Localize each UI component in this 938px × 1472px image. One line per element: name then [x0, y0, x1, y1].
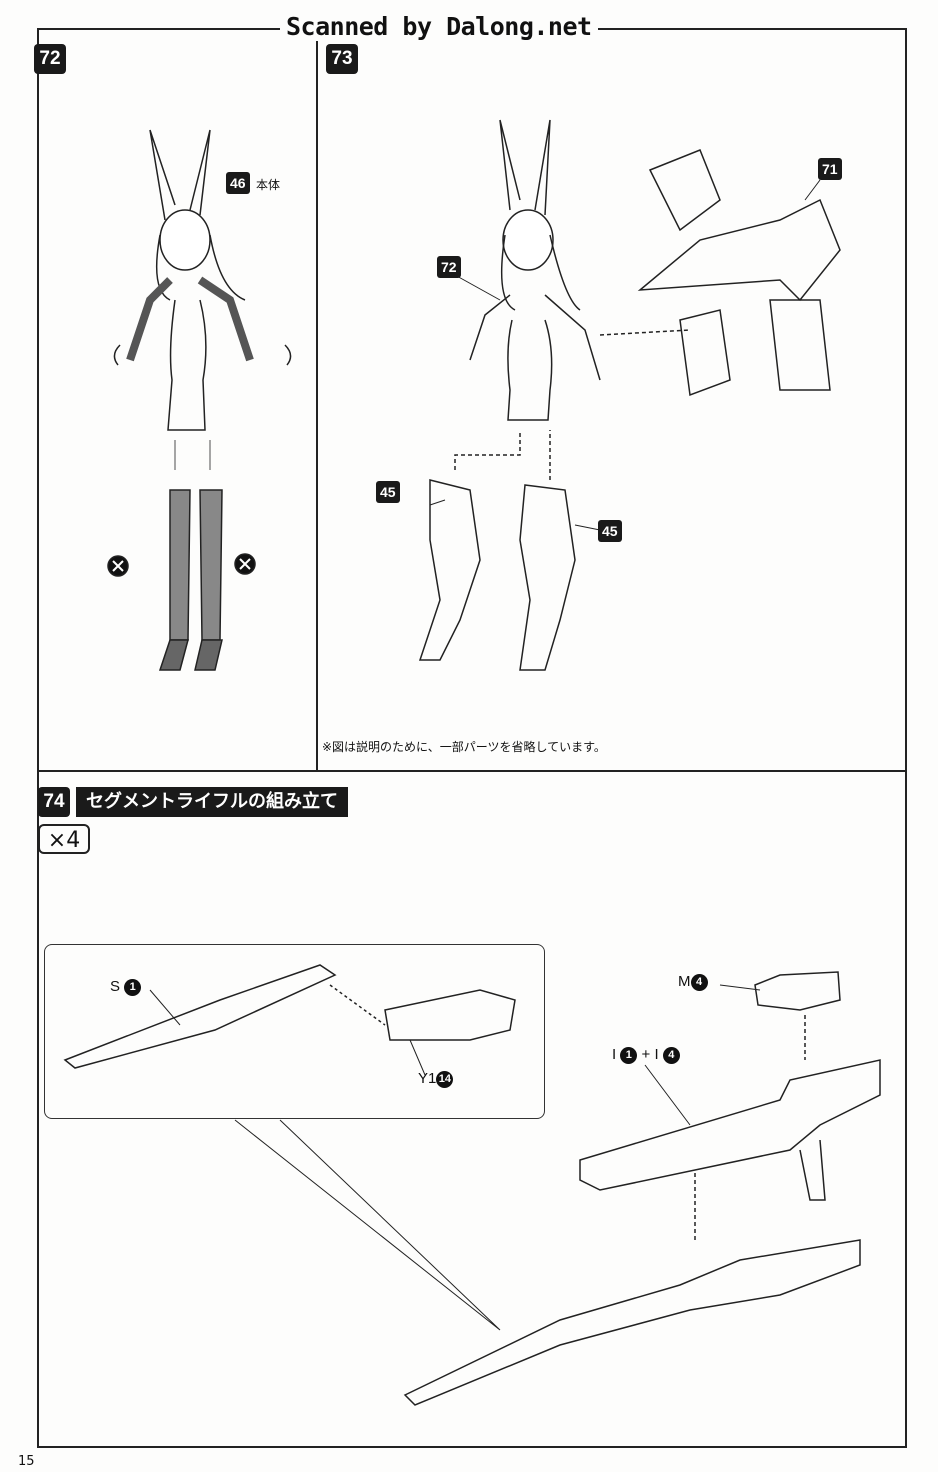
part-plus: + I: [641, 1046, 659, 1063]
arrows-legs: [454, 430, 551, 480]
part-s1-label: S 1: [110, 978, 142, 996]
rifle-barrel-s1: [63, 964, 337, 1069]
step-74-title: セグメントライフルの組み立て: [76, 787, 348, 817]
part-number: 4: [662, 1046, 680, 1064]
part-letter: Y1: [418, 1070, 437, 1087]
part-number: 1: [124, 978, 142, 996]
arrow-71-to-72: [599, 329, 691, 336]
part-71-badge: 71: [818, 158, 842, 180]
part-number: 1: [620, 1046, 638, 1064]
part-number: 14: [436, 1070, 454, 1088]
part-45-right-badge: 45: [598, 520, 622, 542]
figure-73-legs: [418, 479, 576, 671]
rifle-barrel-assembled: [403, 1239, 861, 1406]
part-letter: I: [612, 1046, 617, 1063]
quantity-multiplier: ×4: [38, 824, 90, 854]
rifle-body-i: [579, 1059, 881, 1201]
part-letter: S: [110, 978, 121, 995]
rifle-part-m4: [754, 971, 841, 1011]
part-number: 4: [690, 973, 708, 991]
divider-horizontal: [37, 770, 907, 772]
step-72-badge: 72: [34, 44, 66, 74]
divider-vertical: [316, 28, 318, 770]
part-46-badge: 46: [226, 172, 250, 194]
rifle-part-y1: [384, 989, 516, 1041]
part-45-left-badge: 45: [376, 481, 400, 503]
figure-73-body: [469, 119, 601, 421]
part-letter: M: [678, 973, 691, 990]
omission-note: ※図は説明のために、一部パーツを省略しています。: [322, 740, 606, 754]
page-number: 15: [18, 1454, 35, 1469]
step-73-badge: 73: [326, 44, 358, 74]
figure-72-legs: [158, 440, 223, 671]
sub-assembly-callout: [44, 944, 545, 1119]
step-74-badge: 74: [38, 787, 70, 817]
part-46-name: 本体: [256, 178, 281, 192]
part-i-label: I 1 + I 4: [612, 1046, 680, 1064]
figure-73-backpack: [637, 149, 841, 397]
scan-watermark: Scanned by Dalong.net: [280, 12, 598, 41]
figure-72-body: [113, 129, 292, 431]
part-72-badge: 72: [437, 256, 461, 278]
